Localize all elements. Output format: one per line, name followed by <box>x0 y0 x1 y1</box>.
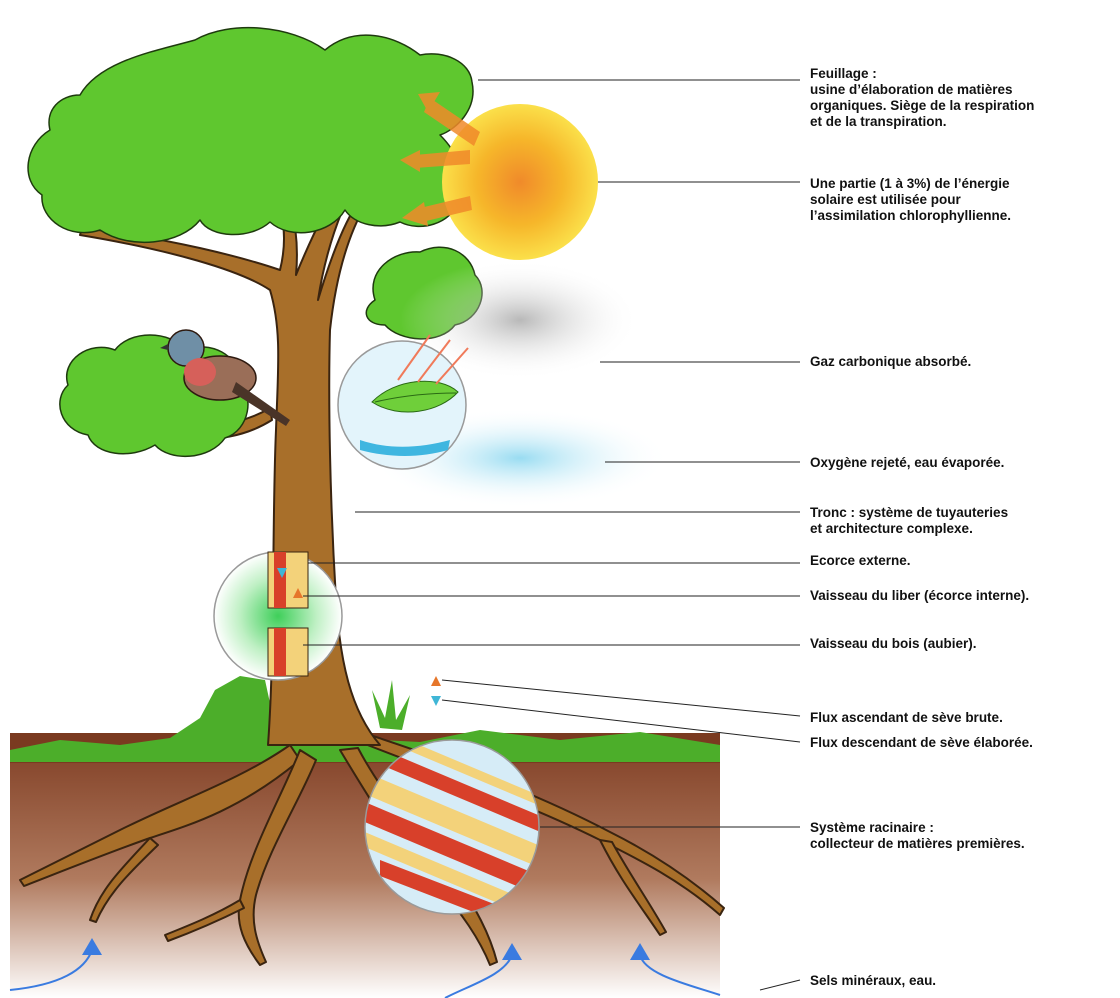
label-liber: Vaisseau du liber (écorce interne). <box>810 588 1029 604</box>
label-oxygene: Oxygène rejeté, eau évaporée. <box>810 455 1004 471</box>
label-descendant: Flux descendant de sève élaborée. <box>810 735 1033 751</box>
grass-tuft <box>372 680 410 730</box>
label-racines: Système racinaire : collecteur de matièr… <box>810 820 1025 852</box>
grass-strip <box>10 676 720 762</box>
label-ascendant: Flux ascendant de sève brute. <box>810 710 1003 726</box>
label-energie: Une partie (1 à 3%) de l’énergie solaire… <box>810 176 1011 224</box>
bark-zoom-circle <box>214 552 342 680</box>
label-feuillage: Feuillage : usine d’élaboration de matiè… <box>810 66 1034 130</box>
label-bois: Vaisseau du bois (aubier). <box>810 636 977 652</box>
sap-up-marker <box>431 676 441 686</box>
label-gaz: Gaz carbonique absorbé. <box>810 354 971 370</box>
label-tronc: Tronc : système de tuyauteries et archit… <box>810 505 1008 537</box>
label-ecorce: Ecorce externe. <box>810 553 911 569</box>
sap-down-marker <box>431 696 441 706</box>
label-sels: Sels minéraux, eau. <box>810 973 936 989</box>
